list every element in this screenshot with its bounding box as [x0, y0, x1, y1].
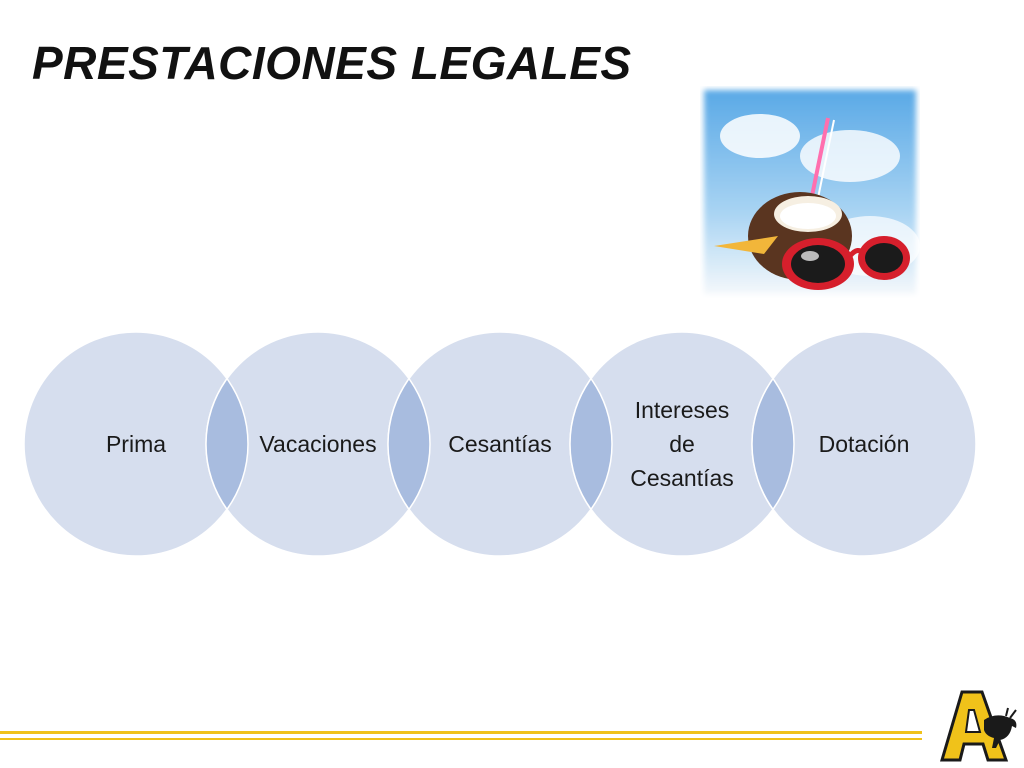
institution-logo: [939, 690, 1017, 762]
footer-rule-secondary: [0, 738, 922, 740]
tropical-photo: [704, 90, 920, 294]
benefit-label-4: Dotación: [819, 431, 910, 457]
circle-overlap-1: [387, 377, 431, 511]
benefit-label-1: Vacaciones: [259, 431, 376, 457]
benefit-label-0: Prima: [106, 431, 166, 457]
benefit-label-2: Cesantías: [448, 431, 552, 457]
footer-rule: [0, 731, 922, 734]
circle-overlap-3: [751, 377, 795, 511]
circle-overlap-0: [205, 377, 249, 511]
slide-title: PRESTACIONES LEGALES: [32, 37, 632, 89]
circle-overlap-2: [569, 377, 613, 511]
